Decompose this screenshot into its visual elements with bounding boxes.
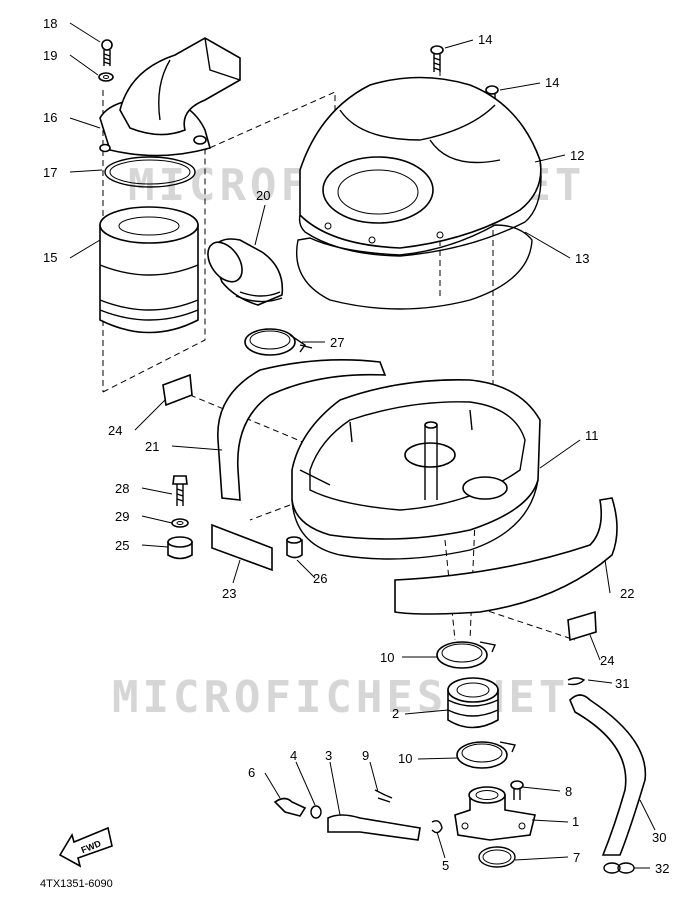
o-ring-part-7 bbox=[478, 846, 516, 868]
callout-11: 11 bbox=[585, 428, 599, 443]
clip-part-4 bbox=[310, 805, 322, 819]
screw-part-18 bbox=[101, 39, 113, 66]
clip-part-31 bbox=[567, 677, 586, 686]
callout-12: 12 bbox=[570, 148, 584, 163]
callout-labels: 18 19 16 17 15 20 14 14 12 13 27 24 21 1… bbox=[43, 16, 669, 876]
clip-part-5 bbox=[431, 820, 443, 834]
callout-24-lower: 24 bbox=[600, 653, 614, 668]
filter-element-part-15 bbox=[99, 206, 199, 334]
callout-27: 27 bbox=[330, 335, 344, 350]
callout-13: 13 bbox=[575, 251, 589, 266]
forward-arrow-icon: FWD bbox=[58, 826, 113, 868]
clamp-part-10-lower bbox=[456, 741, 516, 769]
callout-14-mid: 14 bbox=[545, 75, 559, 90]
callout-29: 29 bbox=[115, 509, 129, 524]
callout-14-top: 14 bbox=[478, 32, 492, 47]
drain-plug-part-26 bbox=[286, 536, 303, 559]
callout-6: 6 bbox=[248, 765, 255, 780]
bolt-part-28 bbox=[172, 475, 188, 506]
clamp-part-10-upper bbox=[436, 641, 496, 669]
intake-joint-part-2 bbox=[447, 677, 499, 729]
washer-part-29 bbox=[171, 518, 189, 528]
callout-28: 28 bbox=[115, 481, 129, 496]
air-box-cover-part-12 bbox=[298, 76, 542, 257]
air-inlet-duct-part-16 bbox=[99, 37, 241, 157]
callout-15: 15 bbox=[43, 250, 57, 265]
callout-25: 25 bbox=[115, 538, 129, 553]
callout-5: 5 bbox=[442, 858, 449, 873]
callout-8: 8 bbox=[565, 784, 572, 799]
callout-3: 3 bbox=[325, 748, 332, 763]
callout-23: 23 bbox=[222, 586, 236, 601]
band-part-21 bbox=[217, 358, 387, 501]
callout-21: 21 bbox=[145, 439, 159, 454]
screw-part-14-left bbox=[430, 45, 444, 72]
callout-2: 2 bbox=[392, 706, 399, 721]
pad-part-23 bbox=[211, 523, 273, 572]
drain-hose-part-30 bbox=[569, 694, 647, 856]
callout-10-upper: 10 bbox=[380, 650, 394, 665]
manifold-part-1 bbox=[454, 786, 536, 841]
gasket-part-17 bbox=[104, 156, 196, 188]
clip-part-32 bbox=[603, 862, 635, 874]
callout-30: 30 bbox=[652, 830, 666, 845]
callout-26: 26 bbox=[313, 571, 327, 586]
elbow-boot-part-20 bbox=[207, 238, 284, 306]
seal-part-13 bbox=[296, 224, 533, 310]
screw-part-8 bbox=[510, 780, 524, 800]
watermark-bottom: MICROFICHES.NET bbox=[112, 672, 569, 723]
pad-part-24-lower bbox=[567, 610, 597, 642]
callout-1: 1 bbox=[572, 814, 579, 829]
callout-7: 7 bbox=[573, 850, 580, 865]
screw-part-6 bbox=[273, 797, 307, 817]
callout-24-upper: 24 bbox=[108, 423, 122, 438]
callout-20: 20 bbox=[256, 188, 270, 203]
callout-9: 9 bbox=[362, 748, 369, 763]
callout-22: 22 bbox=[620, 586, 634, 601]
band-part-22 bbox=[394, 497, 618, 615]
air-box-case-part-11 bbox=[291, 379, 541, 560]
callout-16: 16 bbox=[43, 110, 57, 125]
grommet-part-25 bbox=[167, 536, 193, 560]
pad-part-24-upper bbox=[162, 373, 193, 407]
diagram-code: 4TX1351-6090 bbox=[40, 878, 113, 890]
callout-19: 19 bbox=[43, 48, 57, 63]
washer-part-19 bbox=[98, 72, 114, 82]
callout-32: 32 bbox=[655, 861, 669, 876]
callout-4: 4 bbox=[290, 748, 297, 763]
callout-10-lower: 10 bbox=[398, 751, 412, 766]
leader-lines bbox=[69, 22, 656, 869]
callout-17: 17 bbox=[43, 165, 57, 180]
callout-18: 18 bbox=[43, 16, 57, 31]
callout-31: 31 bbox=[615, 676, 629, 691]
hose-part-3 bbox=[327, 814, 421, 841]
clamp-part-27 bbox=[244, 328, 313, 356]
